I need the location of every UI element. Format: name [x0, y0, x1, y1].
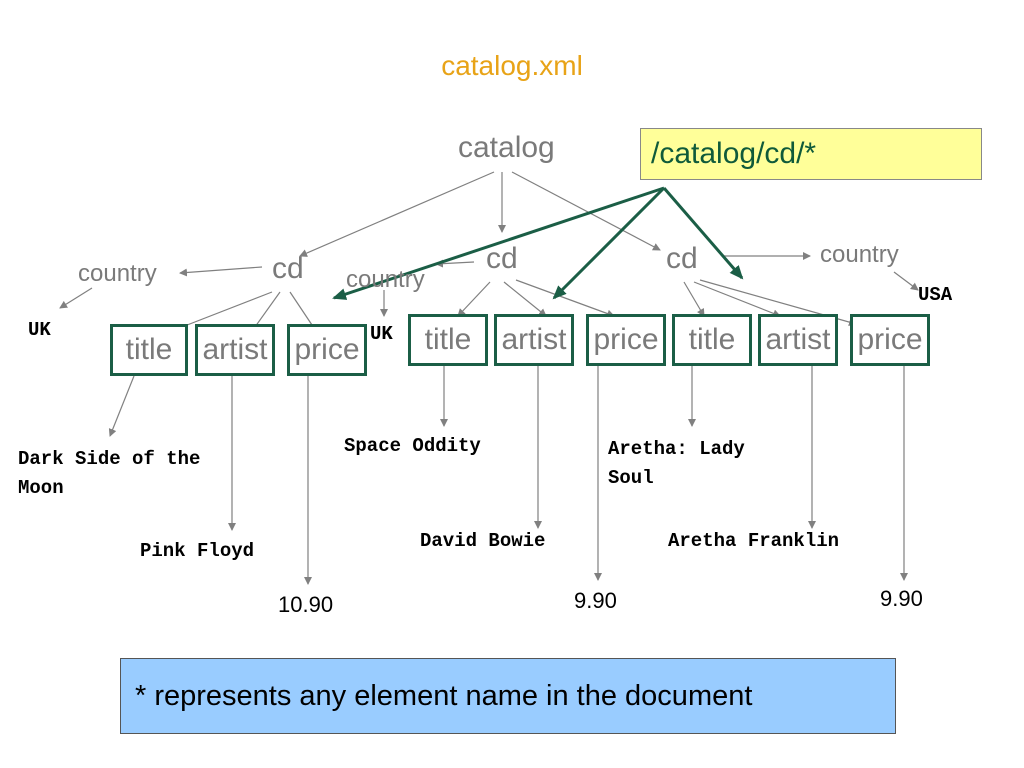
country-value-3: USA	[918, 284, 953, 306]
xpath-query-box: /catalog/cd/*	[640, 128, 982, 180]
cd3-title-value: Aretha: Lady Soul	[608, 438, 745, 490]
edge-cd2-country	[435, 259, 475, 268]
cd2-title-tag: title	[424, 323, 472, 356]
cd2-artist-value: David Bowie	[420, 530, 546, 552]
edge-title1-value	[108, 375, 135, 437]
edge-catalog-cd1	[299, 171, 495, 257]
cd3-price-box: price	[850, 314, 930, 366]
cd1-artist-value: Pink Floyd	[140, 540, 255, 562]
cd1-title-tag: title	[125, 333, 173, 366]
cd3-price-value: 9.90	[880, 586, 923, 611]
cd-node-3: cd	[666, 242, 698, 275]
cd1-title-box: title	[110, 324, 188, 376]
cd2-title-box: title	[408, 314, 488, 366]
cd2-price-tag: price	[593, 323, 659, 356]
country-node-2: country	[346, 266, 425, 293]
note-text: * represents any element name in the doc…	[135, 679, 753, 712]
edge-cd2-artist	[503, 281, 547, 317]
cd3-title-box: title	[672, 314, 752, 366]
xpath-query-text: /catalog/cd/*	[651, 137, 817, 170]
cd2-price-box: price	[586, 314, 666, 366]
cd1-artist-tag: artist	[202, 333, 268, 366]
page-title: catalog.xml	[441, 50, 583, 81]
edge-cd1-country	[179, 266, 263, 277]
cd2-artist-box: artist	[494, 314, 574, 366]
cd2-price-value: 9.90	[574, 588, 617, 613]
query-arrow-cd1	[332, 186, 665, 300]
note-box: * represents any element name in the doc…	[120, 658, 896, 734]
country-node-1: country	[78, 260, 157, 287]
query-arrow-cd2	[552, 186, 666, 300]
country-value-1: UK	[28, 319, 51, 341]
cd1-title-value: Dark Side of the Moon	[18, 448, 201, 500]
cd1-price-tag: price	[294, 333, 360, 366]
query-arrow-cd3	[662, 187, 744, 280]
cd1-price-box: price	[287, 324, 367, 376]
edge-country1-value	[59, 287, 93, 309]
cd1-price-value: 10.90	[278, 592, 334, 617]
cd-node-2: cd	[486, 242, 518, 275]
cd2-title-value: Space Oddity	[344, 435, 481, 457]
edge-cd2-title	[457, 281, 491, 317]
cd3-artist-box: artist	[758, 314, 838, 366]
cd2-artist-tag: artist	[501, 323, 567, 356]
edge-country3-value	[893, 271, 919, 291]
cd3-artist-tag: artist	[765, 323, 831, 356]
cd3-artist-value: Aretha Franklin	[668, 530, 840, 552]
country-node-3: country	[820, 241, 899, 268]
cd1-artist-box: artist	[195, 324, 275, 376]
edge-catalog-cd3	[511, 171, 661, 251]
root-node-catalog: catalog	[458, 131, 555, 164]
edge-cd3-artist	[693, 281, 781, 318]
cd-node-1: cd	[272, 252, 304, 285]
cd3-title-tag: title	[688, 323, 736, 356]
cd3-price-tag: price	[857, 323, 923, 356]
country-value-2: UK	[370, 323, 393, 345]
edge-cd3-title	[683, 281, 705, 317]
